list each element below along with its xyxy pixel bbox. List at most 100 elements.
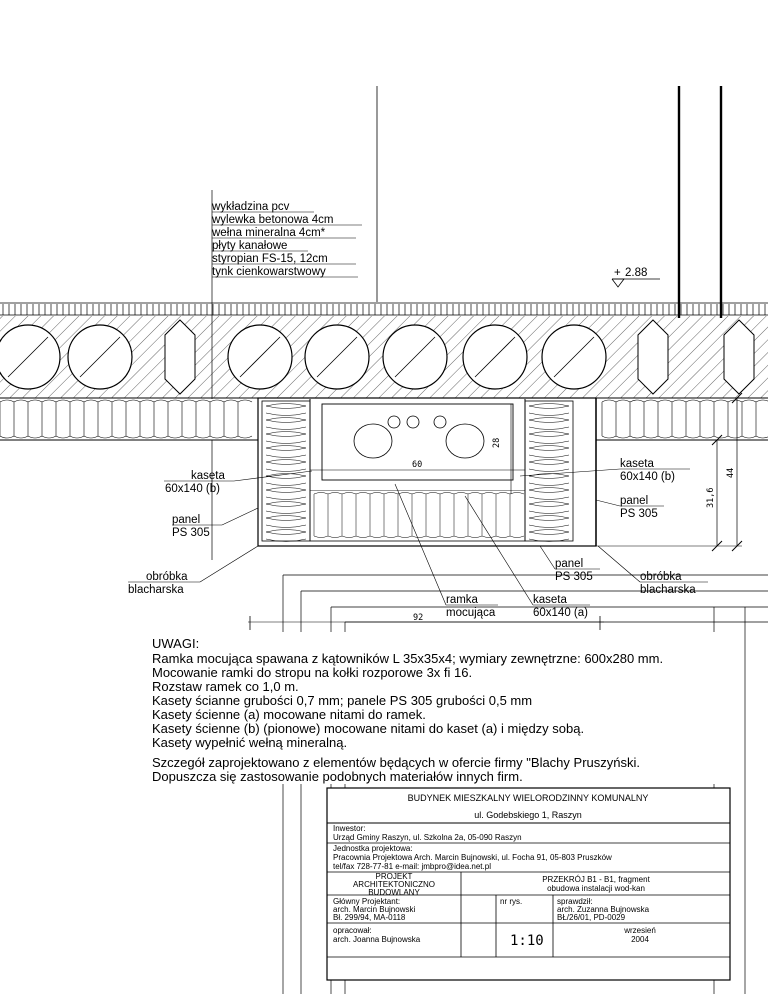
chief-label: Główny Projektant:	[333, 897, 400, 906]
wool-curl	[528, 529, 570, 542]
insulation-curl	[699, 399, 715, 439]
insulation-curl	[713, 399, 729, 439]
dim-total-width: 92	[413, 613, 423, 623]
layer-2: wylewka betonowa 4cm	[211, 214, 333, 226]
wool-curl	[425, 492, 441, 538]
wool-curl	[265, 431, 307, 444]
channel-circle	[0, 324, 61, 390]
level-mark: + 2.88	[611, 267, 660, 288]
wool-curl	[265, 417, 307, 430]
note-7: Kasety wypełnić wełną mineralną.	[152, 735, 347, 750]
checked-label: sprawdził:	[557, 897, 593, 906]
layer-1: wykładzina pcv	[211, 201, 290, 213]
wool-curl	[528, 445, 570, 458]
insulation-curl	[41, 399, 57, 439]
insulation-curl	[153, 399, 169, 439]
insulation-curl	[83, 399, 99, 439]
wool-curl	[528, 473, 570, 486]
label-panel-bottom-type: PS 305	[555, 571, 593, 583]
wool-curl	[528, 459, 570, 472]
project-type-2: ARCHITEKTONICZNO	[353, 880, 435, 889]
project-title: BUDYNEK MIESZKALNY WIELORODZINNY KOMUNAL…	[408, 793, 649, 803]
insulation-curl	[223, 399, 239, 439]
wool-curl	[411, 492, 427, 538]
prepared-label: opracował:	[333, 926, 372, 935]
wool-curl	[528, 403, 570, 416]
insulation-curl	[685, 399, 701, 439]
insulation-curl	[629, 399, 645, 439]
note-9: Szczegół zaprojektowano z elementów będą…	[152, 755, 640, 770]
scale: 1:10	[510, 933, 544, 949]
date-month: wrzesień	[623, 926, 656, 935]
wool-curl	[313, 492, 329, 538]
wool-curl	[528, 431, 570, 444]
insulation-curl	[601, 399, 617, 439]
drawing-number-label: nr rys.	[500, 897, 522, 906]
insulation-curl	[55, 399, 71, 439]
channel-hexagon	[164, 319, 196, 395]
checked-licence: BŁ/26/01, PD-0029	[557, 913, 626, 922]
wool-curl	[265, 515, 307, 528]
label-panel-right: panel	[620, 495, 648, 507]
wool-curl	[528, 501, 570, 514]
investor: Urząd Gminy Raszyn, ul. Szkolna 2a, 05-0…	[333, 833, 522, 842]
channel-circle	[541, 324, 607, 390]
styrofoam-layer	[0, 399, 768, 439]
insulation-curl	[0, 399, 15, 439]
callouts: kaseta 60x140 (b) kaseta 60x140 (b) pane…	[128, 458, 708, 619]
date-year: 2004	[631, 935, 649, 944]
chief-name: arch. Marcin Bujnowski	[333, 905, 415, 914]
insulation-curl	[97, 399, 113, 439]
hollow-core-channels	[0, 319, 755, 395]
note-6: Kasety ścienne (b) (pionowe) mocowane ni…	[152, 721, 584, 736]
insulation-curl	[125, 399, 141, 439]
insulation-curl	[643, 399, 659, 439]
label-panel-left-type: PS 305	[172, 527, 210, 539]
drawing-title-1: PRZEKRÓJ B1 - B1, fragment	[542, 875, 650, 884]
label-panel-right-type: PS 305	[620, 508, 658, 520]
dim-inner-height: 28	[492, 438, 502, 448]
insulation-curl	[657, 399, 673, 439]
channel-hexagon	[723, 319, 755, 395]
wool-curl	[528, 417, 570, 430]
wool-curl	[327, 492, 343, 538]
level-sign: +	[614, 267, 621, 279]
note-2: Mocowanie ramki do stropu na kołki rozpo…	[152, 665, 472, 680]
wool-curl	[265, 473, 307, 486]
unit-line-1: Pracownia Projektowa Arch. Marcin Bujnow…	[333, 853, 612, 862]
insulation-curl	[209, 399, 225, 439]
label-kaseta-b-left-size: 60x140 (b)	[165, 483, 220, 495]
channel-circle	[227, 324, 293, 390]
insulation-curl	[755, 399, 768, 439]
wool-curl	[383, 492, 399, 538]
channel-circle	[67, 324, 133, 390]
insulation-curl	[181, 399, 197, 439]
wool-curl	[265, 529, 307, 542]
project-type-1: PROJEKT	[376, 872, 413, 881]
dim-right-outer: 44	[726, 468, 736, 478]
label-obrobka-left: obróbka	[146, 571, 188, 583]
label-panel-bottom: panel	[555, 558, 583, 570]
label-kaseta-a-size: 60x140 (a)	[533, 607, 588, 619]
floor-layer-list: wykładzina pcv wylewka betonowa 4cm wełn…	[211, 201, 362, 278]
chief-licence: Bł. 299/94, MA-0118	[333, 913, 406, 922]
channel-hexagon	[637, 319, 669, 395]
wool-curl	[439, 492, 455, 538]
investor-label: Inwestor:	[333, 824, 365, 833]
mineral-wool-fill	[265, 403, 570, 542]
insulation-curl	[111, 399, 127, 439]
note-5: Kasety ścienne (a) mocowane nitami do ra…	[152, 707, 426, 722]
label-ramka: ramka	[446, 594, 479, 606]
wool-curl	[369, 492, 385, 538]
wool-curl	[481, 492, 497, 538]
layer-6: tynk cienkowarstwowy	[212, 266, 326, 278]
wool-curl	[265, 459, 307, 472]
channel-circle	[304, 324, 370, 390]
layer-4: płyty kanałowe	[212, 240, 287, 252]
label-kaseta-a: kaseta	[533, 594, 567, 606]
layer-3: wełna mineralna 4cm*	[211, 227, 326, 239]
insulation-curl	[139, 399, 155, 439]
note-4: Kasety ścianne grubości 0,7 mm; panele P…	[152, 693, 532, 708]
drawing-title-2: obudowa instalacji wod-kan	[547, 884, 645, 893]
